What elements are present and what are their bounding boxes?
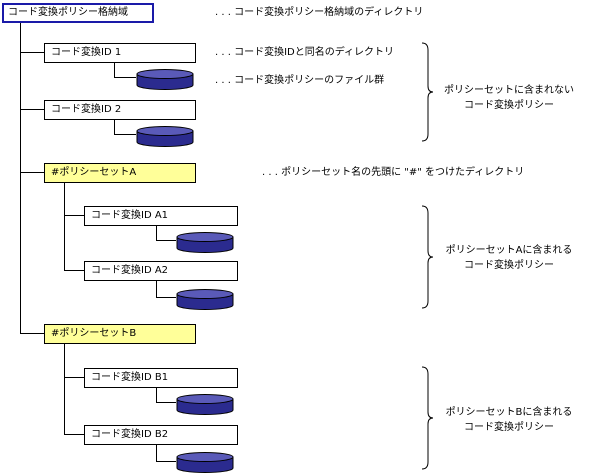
policy-files-note: . . . コード変換ポリシーのファイル群 [215, 75, 385, 86]
file-connector-b2 [156, 444, 157, 462]
policy-set-a-box: #ポリシーセットA [44, 163, 196, 183]
file-connector-id1 [114, 62, 115, 78]
connector-set-b [20, 333, 44, 334]
directory-b1-box: コード変換ID B1 [84, 368, 238, 388]
file-connector-id2-h [114, 134, 136, 135]
group-label-ungrouped: ポリシーセットに含まれない コード変換ポリシー [434, 83, 584, 113]
group-label-set-b-line2: コード変換ポリシー [464, 422, 554, 433]
policy-files-a1-icon [176, 232, 234, 253]
policy-files-b2-icon [176, 452, 234, 473]
policy-set-directory-note: . . . ポリシーセット名の先頭に "#" をつけたディレクトリ [262, 167, 525, 178]
brace-set-b [421, 366, 434, 470]
file-connector-id1-h [114, 77, 136, 78]
policy-files-id2-icon [136, 126, 194, 147]
file-connector-a1 [156, 225, 157, 241]
set-b-branch-line [64, 343, 65, 435]
directory-a1-box: コード変換ID A1 [84, 206, 238, 226]
connector-id2 [20, 109, 44, 110]
group-label-set-a-line1: ポリシーセットAに含まれる [445, 245, 573, 256]
tree-trunk-line [20, 22, 21, 334]
directory-a2-box: コード変換ID A2 [84, 261, 238, 281]
file-connector-a2 [156, 280, 157, 298]
file-connector-b1 [156, 387, 157, 403]
file-connector-a2-h [156, 297, 176, 298]
file-connector-b2-h [156, 461, 176, 462]
root-directory-note: . . . コード変換ポリシー格納域のディレクトリ [215, 7, 424, 18]
policy-set-b-box: #ポリシーセットB [44, 324, 196, 344]
directory-id1-box: コード変換ID 1 [44, 43, 196, 63]
policy-files-a2-icon [176, 289, 234, 310]
root-directory-box: コード変換ポリシー格納域 [2, 3, 154, 23]
file-connector-id2 [114, 119, 115, 135]
policy-files-id1-icon [136, 69, 194, 90]
file-connector-a1-h [156, 240, 176, 241]
policy-files-b1-icon [176, 394, 234, 415]
group-label-ungrouped-line2: コード変換ポリシー [464, 100, 554, 111]
file-connector-b1-h [156, 402, 176, 403]
id-directory-note: . . . コード変換IDと同名のディレクトリ [215, 47, 395, 58]
group-label-set-a-line2: コード変換ポリシー [464, 260, 554, 271]
directory-id2-box: コード変換ID 2 [44, 100, 196, 120]
group-label-set-b: ポリシーセットBに含まれる コード変換ポリシー [434, 405, 584, 435]
connector-set-a [20, 172, 44, 173]
directory-b2-box: コード変換ID B2 [84, 425, 238, 445]
connector-a1 [64, 215, 84, 216]
connector-a2 [64, 270, 84, 271]
group-label-set-a: ポリシーセットAに含まれる コード変換ポリシー [434, 243, 584, 273]
group-label-set-b-line1: ポリシーセットBに含まれる [445, 407, 573, 418]
set-a-branch-line [64, 182, 65, 271]
connector-b2 [64, 434, 84, 435]
brace-set-a [421, 205, 434, 309]
group-label-ungrouped-line1: ポリシーセットに含まれない [444, 85, 574, 96]
connector-id1 [20, 52, 44, 53]
brace-ungrouped [421, 42, 434, 142]
connector-b1 [64, 377, 84, 378]
